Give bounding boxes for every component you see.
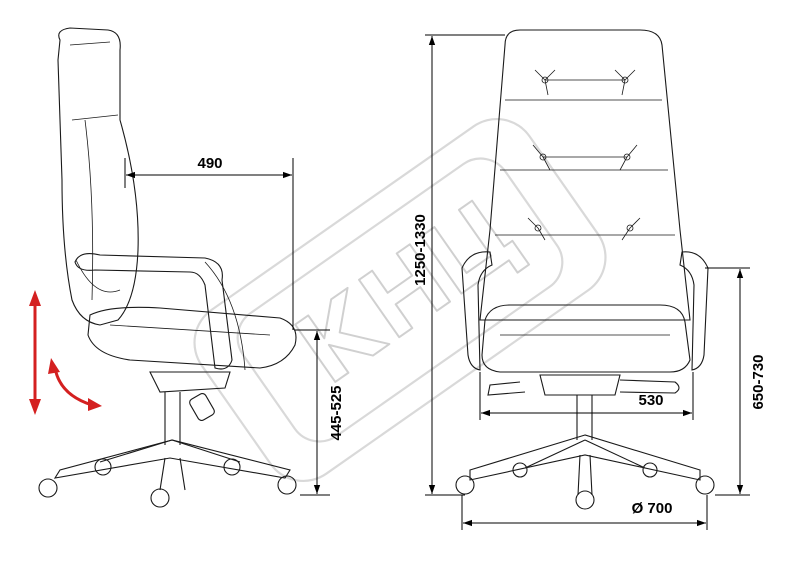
watermark-letter-n bbox=[358, 243, 451, 339]
watermark-letter-ts bbox=[420, 199, 531, 295]
chair-side-view bbox=[38, 27, 297, 508]
height-adjust-arrow-icon bbox=[29, 290, 41, 415]
watermark-logo bbox=[193, 117, 607, 483]
dimension-seat-width: 530 bbox=[479, 372, 694, 420]
dimension-base-diameter: Ø 700 bbox=[461, 495, 708, 530]
base-diameter-label: Ø 700 bbox=[632, 500, 673, 517]
watermark-letter-k bbox=[294, 286, 391, 383]
seat-height-label: 445-525 bbox=[328, 385, 345, 440]
chair-front-view bbox=[455, 29, 715, 510]
armrest-height-label: 650-730 bbox=[750, 354, 767, 409]
total-height-label: 1250-1330 bbox=[412, 214, 429, 286]
seat-depth-label: 490 bbox=[197, 155, 222, 172]
dimension-armrest-height: 650-730 bbox=[705, 267, 767, 496]
dimension-seat-height: 445-525 bbox=[295, 329, 345, 496]
dimension-seat-depth: 490 bbox=[124, 155, 294, 330]
seat-width-label: 530 bbox=[638, 392, 663, 409]
dimension-total-height: 1250-1330 bbox=[412, 34, 505, 496]
tilt-adjust-arrow-icon bbox=[48, 358, 102, 411]
